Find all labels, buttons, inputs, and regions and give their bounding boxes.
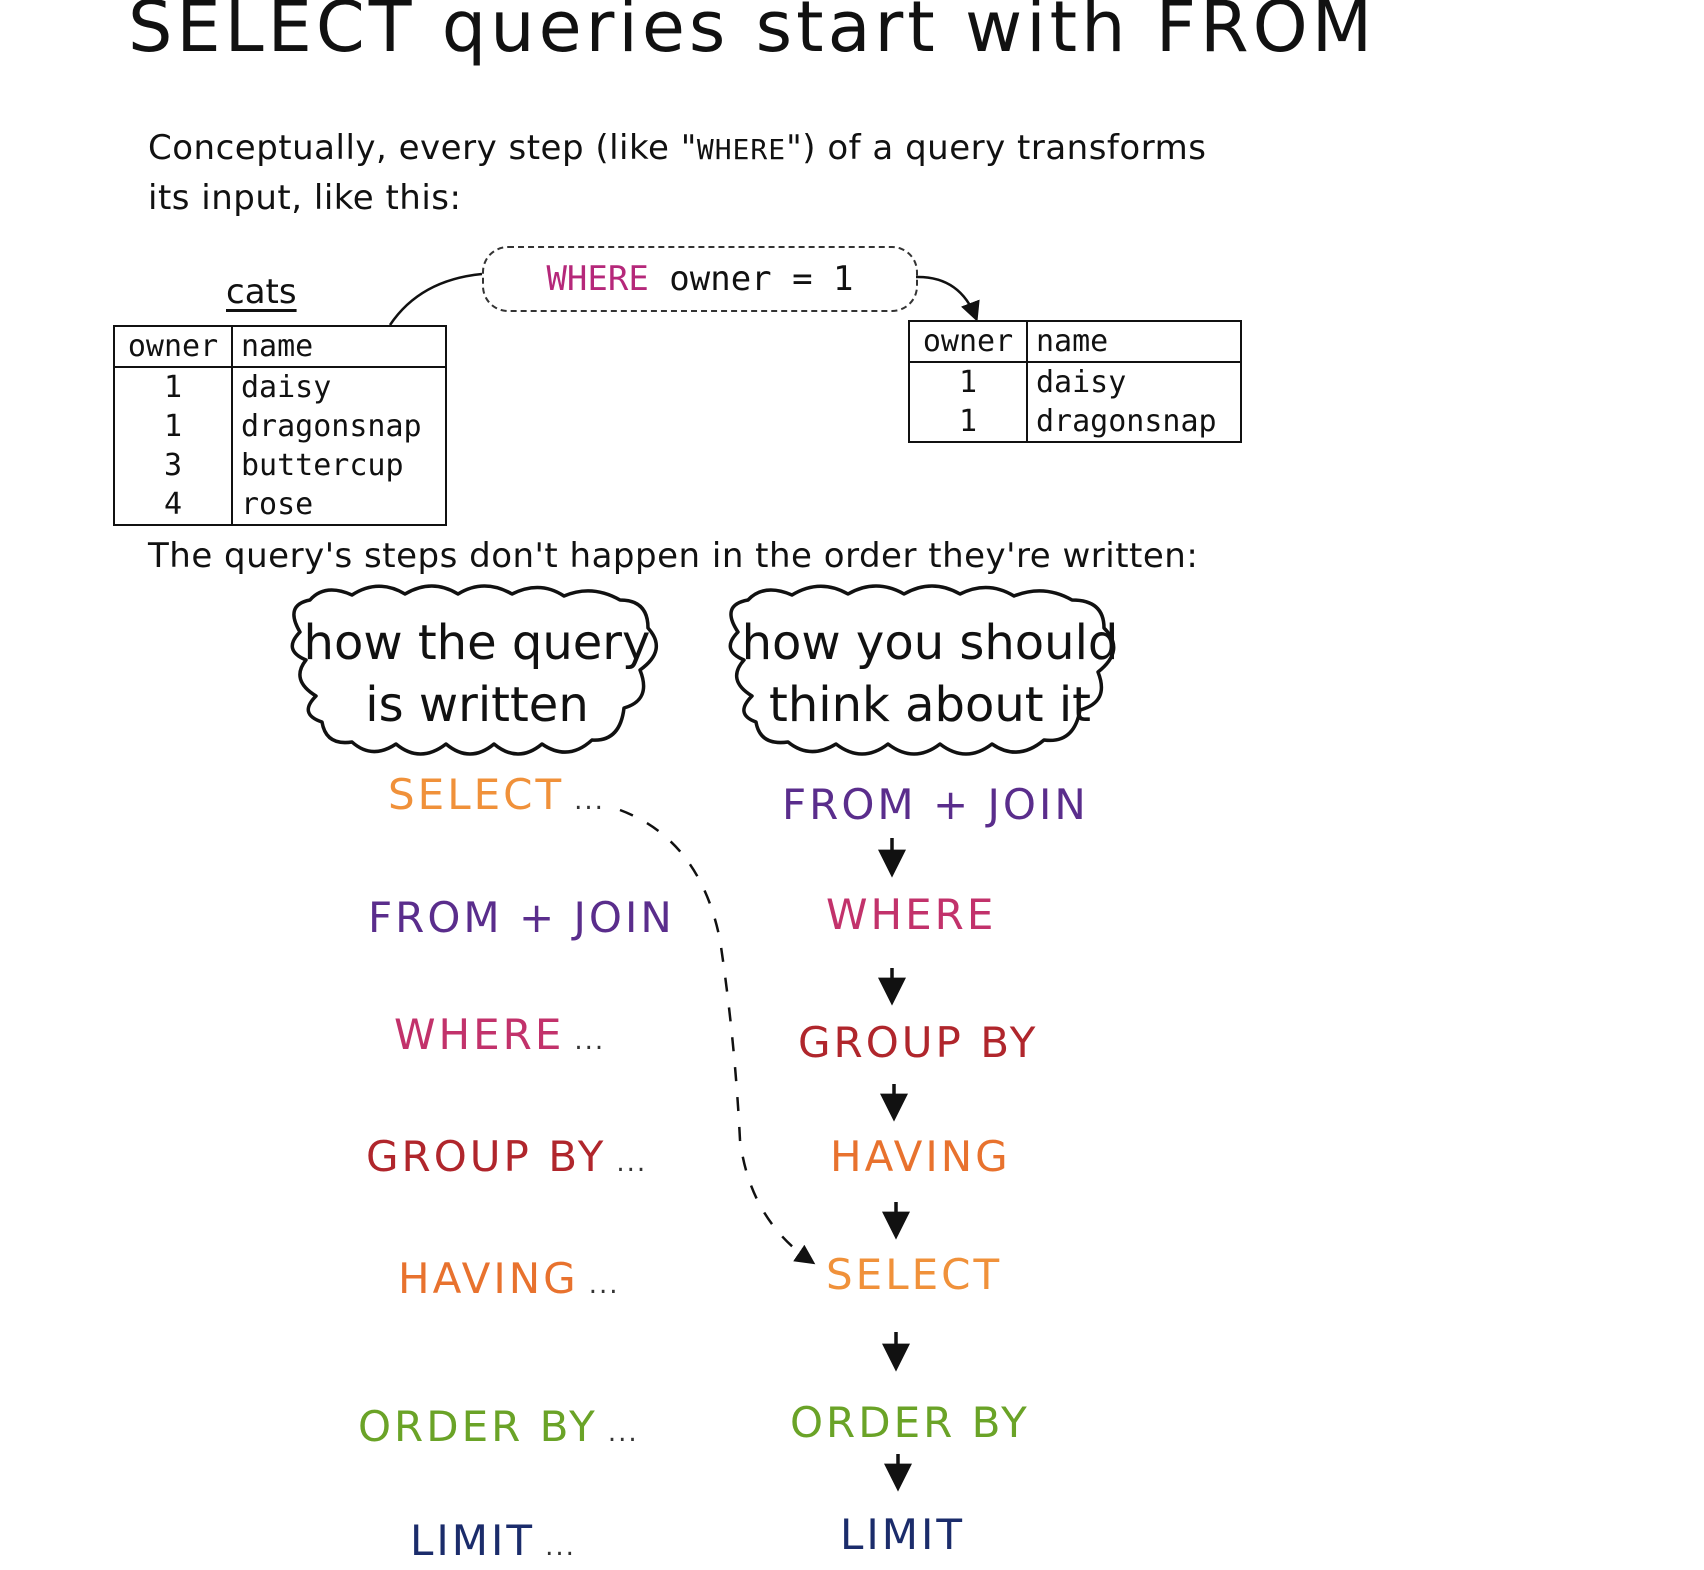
column-header: name <box>232 326 446 368</box>
where-keyword: WHERE <box>546 259 649 299</box>
table-cell: dragonsnap <box>1036 404 1217 439</box>
intro-text-before: Conceptually, every step (like " <box>148 128 697 168</box>
order-sentence: The query's steps don't happen in the or… <box>148 536 1199 576</box>
connector-curve <box>388 272 483 326</box>
think-step-where: WHERE <box>826 890 997 939</box>
cloud-outline <box>728 584 1116 756</box>
think-step-from-join: FROM + JOIN <box>782 780 1089 829</box>
intro-text-after: ") of a query transforms <box>786 128 1207 168</box>
table-cell: 1 <box>114 407 233 446</box>
cloud-line: think about it <box>769 677 1091 733</box>
table-caption: cats <box>226 272 297 312</box>
cloud-line: how you should <box>741 615 1119 671</box>
output-table: owner name 1 daisy 1 dragonsnap <box>908 320 1242 443</box>
table-cell: 3 <box>114 446 233 485</box>
cloud-outline <box>290 584 658 756</box>
page-title: SELECT queries start with FROM <box>128 0 1377 68</box>
think-step-select: SELECT <box>826 1250 1003 1299</box>
table-cell: rose <box>241 487 314 522</box>
written-step-from-join: FROM + JOIN <box>368 893 675 942</box>
table-cell: 1 <box>909 362 1028 402</box>
step-ellipsis: ... <box>588 1270 620 1300</box>
where-clause-box: WHERE owner = 1 <box>482 246 918 312</box>
written-cloud-label: how the query is written <box>292 612 662 736</box>
written-step-select: SELECT... <box>388 770 605 819</box>
table-cell: 1 <box>114 367 233 407</box>
step-ellipsis: ... <box>545 1532 576 1562</box>
step-label: GROUP BY <box>366 1132 607 1181</box>
table-row: 4 rose <box>114 485 446 525</box>
table-cell: 1 <box>909 402 1028 442</box>
think-step-group-by: GROUP BY <box>798 1018 1039 1067</box>
table-cell: daisy <box>241 370 332 405</box>
written-step-having: HAVING... <box>398 1254 620 1303</box>
column-header: owner <box>909 321 1028 363</box>
step-label: LIMIT <box>410 1516 536 1565</box>
table-cell: dragonsnap <box>241 409 422 444</box>
table-row: 3 buttercup <box>114 446 446 485</box>
step-ellipsis: ... <box>607 1418 639 1448</box>
think-step-limit: LIMIT <box>840 1510 966 1559</box>
arrow-to-result <box>915 275 980 322</box>
intro-keyword: WHERE <box>696 133 787 166</box>
step-ellipsis: ... <box>616 1148 648 1178</box>
table-header-row: owner name <box>909 321 1241 363</box>
written-step-limit: LIMIT... <box>410 1516 576 1565</box>
table-row: 1 dragonsnap <box>909 402 1241 442</box>
step-label: WHERE <box>394 1010 565 1059</box>
written-step-where: WHERE... <box>394 1010 605 1059</box>
step-label: HAVING <box>398 1254 579 1303</box>
table-row: 1 daisy <box>114 367 446 407</box>
column-header: owner <box>114 326 233 368</box>
table-cell: buttercup <box>241 448 404 483</box>
written-step-order-by: ORDER BY... <box>358 1402 639 1451</box>
column-header: name <box>1027 321 1241 363</box>
think-step-having: HAVING <box>830 1132 1011 1181</box>
cloud-line: how the query <box>303 615 651 671</box>
step-ellipsis: ... <box>574 786 605 816</box>
intro-line-1: Conceptually, every step (like "WHERE") … <box>148 128 1206 168</box>
step-label: FROM + JOIN <box>368 893 675 942</box>
think-step-order-by: ORDER BY <box>790 1398 1030 1447</box>
cloud-line: is written <box>365 677 589 733</box>
step-ellipsis: ... <box>574 1026 606 1056</box>
step-label: SELECT <box>388 770 565 819</box>
table-row: 1 daisy <box>909 362 1241 402</box>
table-cell: 4 <box>114 485 233 525</box>
step-label: ORDER BY <box>358 1402 598 1451</box>
table-row: 1 dragonsnap <box>114 407 446 446</box>
think-cloud-label: how you should think about it <box>730 612 1130 736</box>
where-condition: owner = 1 <box>669 259 854 299</box>
input-table: owner name 1 daisy 1 dragonsnap 3 butter… <box>113 325 447 526</box>
intro-line-2: its input, like this: <box>148 178 462 218</box>
table-cell: daisy <box>1036 365 1127 400</box>
select-moves-arrow <box>619 808 816 1265</box>
table-header-row: owner name <box>114 326 446 368</box>
written-step-group-by: GROUP BY... <box>366 1132 647 1181</box>
